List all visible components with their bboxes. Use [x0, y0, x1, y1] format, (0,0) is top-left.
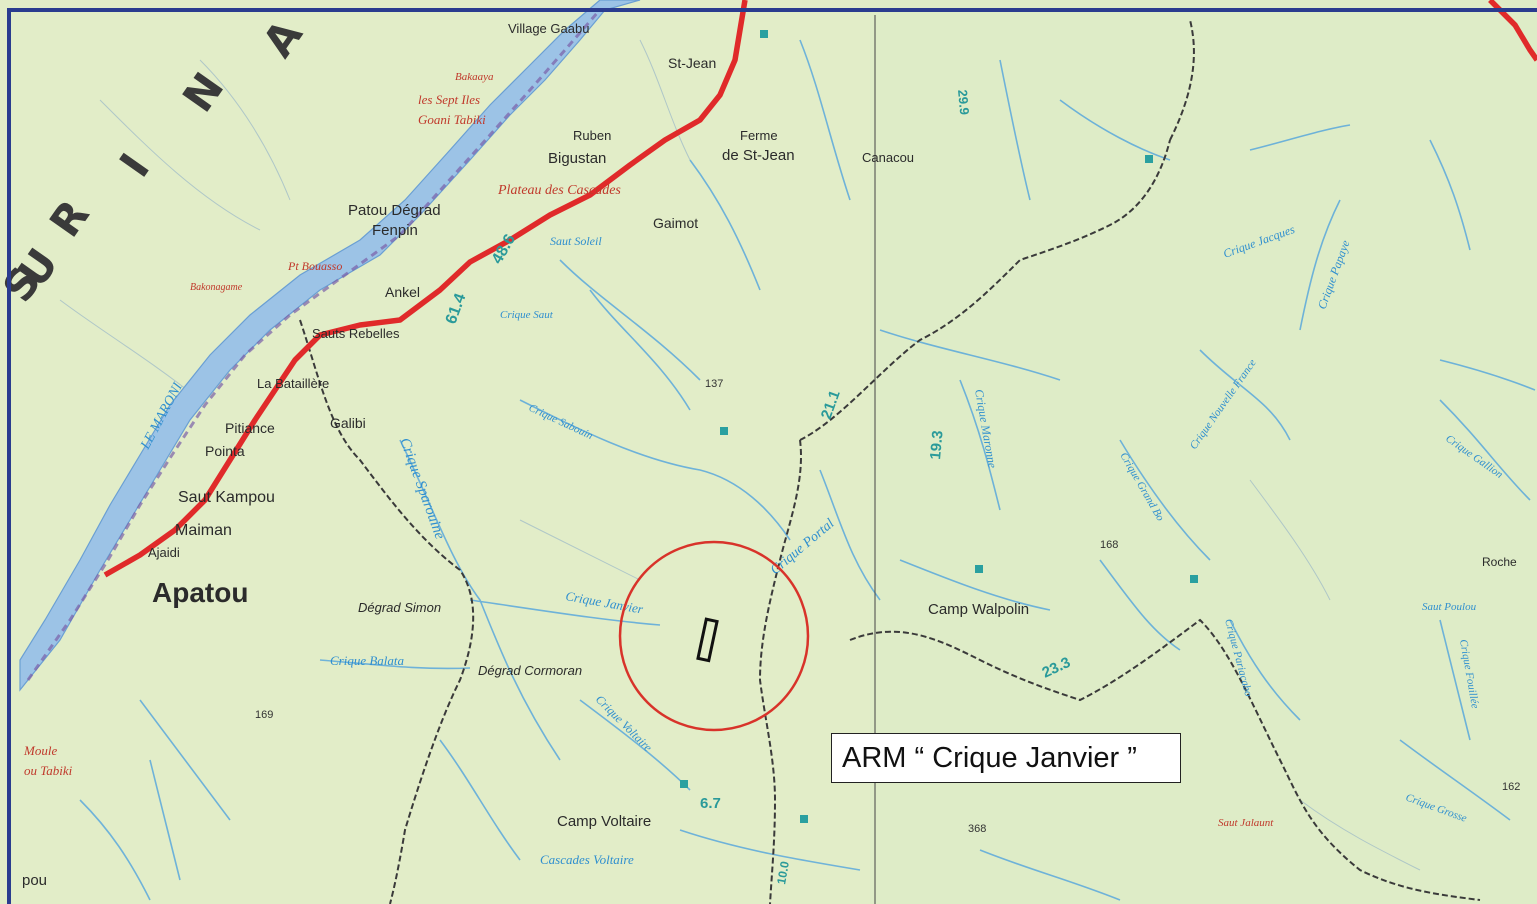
annotation-label-box: ARM “ Crique Janvier ” [831, 733, 1181, 783]
marker-square [760, 30, 768, 38]
annotation-label: ARM “ Crique Janvier ” [842, 741, 1137, 774]
place-label: Pointa [205, 443, 245, 459]
place-label: Gaimot [653, 215, 698, 231]
mine-site-icon [696, 617, 719, 663]
marker-square [1145, 155, 1153, 163]
place-label: Fenpin [372, 222, 418, 239]
place-label: ou Tabiki [24, 763, 73, 778]
place-label: de St-Jean [722, 147, 795, 164]
place-label: St-Jean [668, 55, 716, 71]
place-label: Dégrad Cormoran [478, 663, 582, 678]
place-label: Saut Poulou [1422, 601, 1477, 613]
place-label: les Sept Iles [418, 92, 480, 107]
marker-square [680, 780, 688, 788]
place-label: Sauts Rebelles [312, 326, 400, 341]
place-label: Saut Kampou [178, 489, 275, 506]
marker-square [800, 815, 808, 823]
place-label: Pt Bouasso [287, 259, 342, 273]
route-number: 6.7 [700, 795, 721, 812]
place-label: Ankel [385, 284, 420, 300]
place-label: Canacou [862, 150, 914, 165]
place-label: Bakonagame [190, 282, 243, 293]
maroni-river [19, 0, 641, 692]
spot-height: 137 [705, 378, 723, 390]
place-label: Ruben [573, 128, 611, 143]
place-label: Ajaidi [148, 545, 180, 560]
place-label: Patou Dégrad [348, 202, 441, 219]
faint-streams [59, 39, 1421, 871]
place-label: Goani Tabiki [418, 112, 486, 127]
site-markers [680, 30, 1198, 823]
spot-height: 368 [968, 823, 986, 835]
place-label: Pitiance [225, 420, 275, 436]
place-label: Village Gaabu [508, 21, 589, 36]
spot-height: 162 [1502, 781, 1520, 793]
target-circle [618, 540, 810, 732]
place-label: La Bataillère [257, 376, 329, 391]
place-label: Dégrad Simon [358, 600, 441, 615]
spot-height: 169 [255, 709, 273, 721]
place-label: Roche [1482, 555, 1517, 569]
marker-square [1190, 575, 1198, 583]
tracks [299, 19, 1481, 904]
main-road [103, 0, 748, 578]
route-number: 29.9 [955, 89, 972, 116]
place-label: Ferme [740, 128, 778, 143]
place-label: Saut Soleil [550, 234, 602, 248]
place-label: Camp Voltaire [557, 813, 651, 830]
spot-height: 168 [1100, 539, 1118, 551]
place-label: Moule [23, 743, 57, 758]
place-label: Crique Saut [500, 309, 554, 321]
route-number: 10.0 [774, 860, 792, 886]
map-border [7, 8, 1537, 904]
place-label: Bakaaya [455, 71, 494, 83]
marker-square [720, 427, 728, 435]
place-label: Maiman [175, 522, 232, 539]
place-label: Galibi [330, 415, 366, 431]
place-label: Plateau des Cascades [497, 183, 621, 198]
border-line [26, 11, 600, 681]
place-label: Bigustan [548, 150, 606, 167]
place-label: pou [22, 872, 47, 889]
river-label: Crique Balata [330, 653, 405, 668]
route-number: 19.3 [927, 430, 946, 461]
place-label: Saut Jalaunt [1218, 817, 1274, 829]
apatou-label: Apatou [152, 577, 248, 608]
spot-heights: 137 169 168 368 162 [255, 378, 1520, 835]
place-label: Cascades Voltaire [540, 852, 634, 867]
place-label: Camp Walpolin [928, 601, 1029, 618]
main-road-east [1488, 0, 1537, 62]
marker-square [975, 565, 983, 573]
place-labels: Village Gaabu St-Jean Bakaaya les Sept I… [22, 21, 1517, 889]
